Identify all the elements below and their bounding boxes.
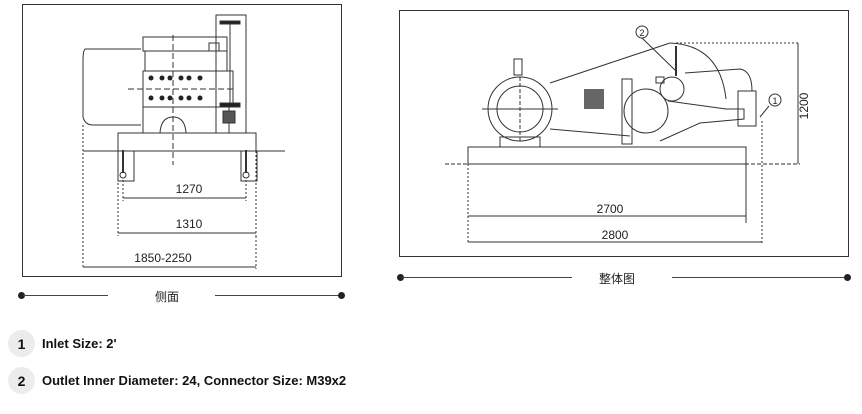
caption-line-right — [215, 295, 341, 296]
side-view-svg: 1270 1310 1850-2250 — [82, 14, 285, 269]
overall-view-svg: 2700 2800 1200 2 1 — [445, 25, 811, 243]
number-badge: 2 — [8, 367, 35, 394]
dimension-1850-2250: 1850-2250 — [134, 251, 192, 265]
dimension-1200: 1200 — [797, 92, 811, 119]
spec-text: Outlet Inner Diameter: 24, Connector Siz… — [42, 373, 347, 388]
spec-item-inlet: 1 Inlet Size: 2' — [8, 330, 117, 357]
callout-1: 1 — [772, 96, 777, 106]
callout-2: 2 — [639, 28, 644, 38]
caption-dot-right — [844, 274, 851, 281]
side-view-caption: 侧面 — [155, 290, 180, 304]
side-view-drawing: 1270 1310 1850-2250 — [22, 4, 342, 277]
number-badge: 1 — [8, 330, 35, 357]
dimension-2800: 2800 — [602, 228, 629, 242]
spec-item-outlet: 2 Outlet Inner Diameter: 24, Connector S… — [8, 367, 346, 394]
dimension-2700: 2700 — [597, 202, 624, 216]
side-view-caption-row: 侧面 — [18, 288, 348, 304]
overall-view-caption-row: 整体图 — [397, 270, 852, 286]
overall-view-drawing: 2700 2800 1200 2 1 — [399, 10, 849, 257]
overall-view-caption: 整体图 — [599, 272, 636, 286]
caption-dot-left — [18, 292, 25, 299]
dimension-1270: 1270 — [176, 182, 203, 196]
spec-text: Inlet Size: 2' — [42, 336, 117, 351]
caption-line-right — [672, 277, 847, 278]
dimension-1310: 1310 — [176, 217, 203, 231]
caption-dot-left — [397, 274, 404, 281]
caption-line-left — [23, 295, 108, 296]
caption-line-left — [402, 277, 572, 278]
caption-dot-right — [338, 292, 345, 299]
